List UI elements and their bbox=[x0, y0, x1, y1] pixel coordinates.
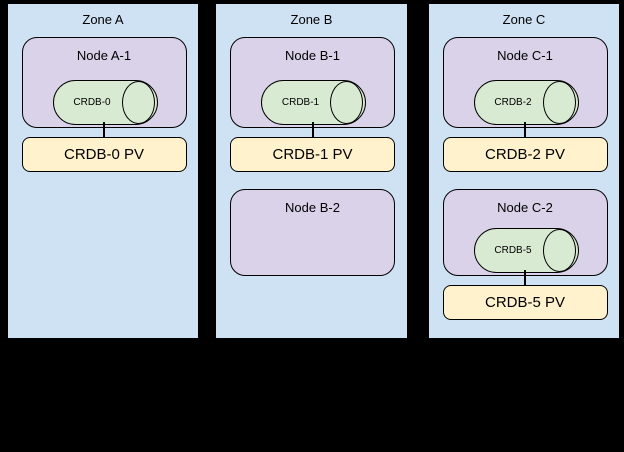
node-node-b-2: Node B-2 bbox=[230, 189, 395, 276]
pod-pv-connector-line bbox=[524, 270, 526, 286]
zone-title: Zone B bbox=[290, 12, 333, 27]
pod-cylinder-crdb-1: CRDB-1 bbox=[261, 80, 366, 125]
pod-pv-connector-line bbox=[103, 122, 105, 138]
cylinder-cap-icon bbox=[121, 81, 155, 124]
pod-label: CRDB-2 bbox=[494, 97, 532, 108]
pv-box-crdb-5-pv: CRDB-5 PV bbox=[442, 285, 608, 320]
pv-box-crdb-1-pv: CRDB-1 PV bbox=[230, 137, 395, 172]
node-title: Node C-2 bbox=[497, 200, 553, 215]
pod-pv-connector-line bbox=[311, 122, 314, 138]
cylinder-cap-icon bbox=[542, 81, 576, 124]
node-title: Node B-2 bbox=[285, 200, 340, 215]
pod-cylinder-crdb-5: CRDB-5 bbox=[473, 228, 579, 273]
pod-cylinder-crdb-2: CRDB-2 bbox=[473, 80, 579, 125]
cylinder-cap-icon bbox=[330, 81, 363, 124]
pod-label: CRDB-5 bbox=[494, 245, 532, 256]
zone-title: Zone C bbox=[502, 12, 546, 27]
node-title: Node C-1 bbox=[497, 48, 553, 63]
pod-label: CRDB-1 bbox=[281, 97, 320, 108]
node-title: Node A-1 bbox=[76, 48, 132, 63]
pv-box-crdb-0-pv: CRDB-0 PV bbox=[21, 137, 187, 172]
node-title: Node B-1 bbox=[285, 48, 340, 63]
pod-cylinder-crdb-0: CRDB-0 bbox=[52, 80, 158, 125]
pv-box-crdb-2-pv: CRDB-2 PV bbox=[442, 137, 608, 172]
cylinder-cap-icon bbox=[542, 229, 576, 272]
zone-title: Zone A bbox=[82, 12, 124, 27]
pod-label: CRDB-0 bbox=[73, 97, 111, 108]
pod-pv-connector-line bbox=[524, 122, 526, 138]
